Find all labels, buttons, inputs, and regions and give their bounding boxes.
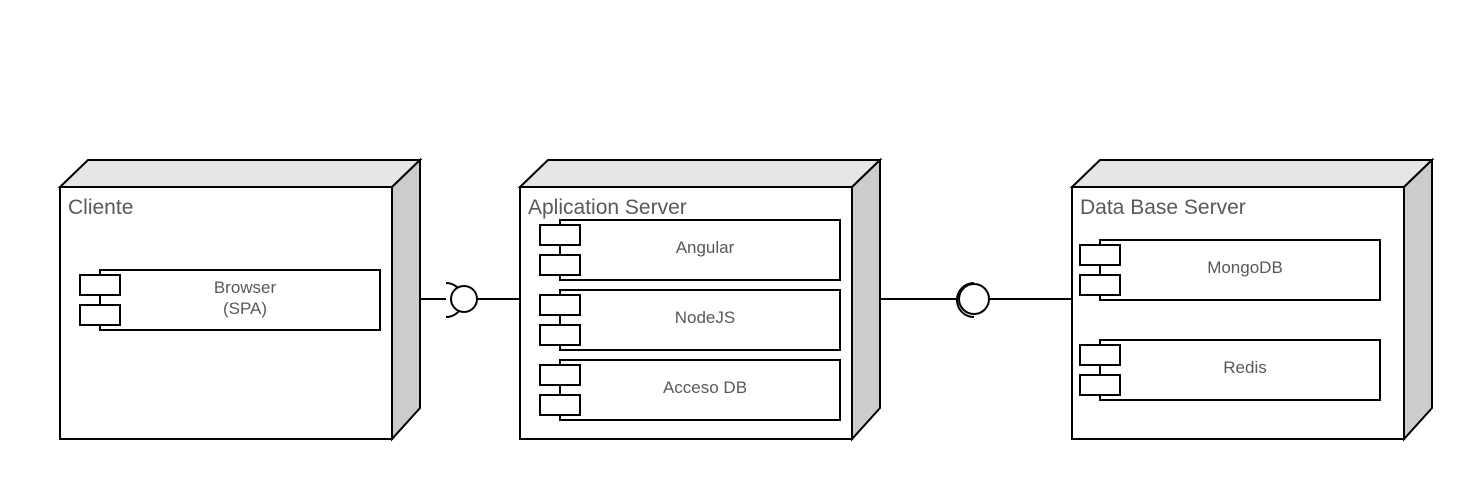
component-icon-port-top [539, 294, 581, 316]
component-icon-port-bottom [79, 304, 121, 326]
interface-connector-client-app[interactable] [420, 282, 520, 318]
component-icon-port-top [79, 274, 121, 296]
provided-interface-lollipop [958, 283, 990, 315]
component-icon-port-top [539, 364, 581, 386]
component-browser[interactable]: Browser (SPA) [79, 269, 381, 331]
component-angular-body [559, 219, 841, 281]
component-redis[interactable]: Redis [1079, 339, 1381, 401]
component-icon-port-top [1079, 244, 1121, 266]
node-cliente-title: Cliente [68, 196, 133, 219]
node-database-server[interactable]: Data Base Server MongoDB Redis [1069, 157, 1435, 442]
component-angular-label: Angular [676, 238, 735, 257]
node-cliente-top-face [57, 159, 423, 188]
component-redis-body [1099, 339, 1381, 401]
node-db-top-face [1069, 159, 1435, 188]
node-application-server[interactable]: Aplication Server Angular NodeJS Acceso … [517, 157, 883, 442]
component-icon-port-top [1079, 344, 1121, 366]
component-icon-port-bottom [539, 324, 581, 346]
component-browser-body [99, 269, 381, 331]
component-mongodb-label: MongoDB [1207, 258, 1283, 277]
node-db-front-face [1071, 186, 1405, 440]
component-redis-label: Redis [1223, 358, 1266, 377]
component-acceso-db-label: Acceso DB [663, 378, 747, 397]
component-mongodb[interactable]: MongoDB [1079, 239, 1381, 301]
node-db-title: Data Base Server [1080, 196, 1246, 219]
required-interface-socket [956, 282, 975, 318]
node-app-title: Aplication Server [528, 196, 687, 219]
node-cliente-side-face [391, 157, 421, 442]
component-nodejs[interactable]: NodeJS [539, 289, 841, 351]
node-db-side-face [1403, 157, 1433, 442]
component-icon-port-bottom [1079, 374, 1121, 396]
component-angular[interactable]: Angular [539, 219, 841, 281]
component-icon-port-bottom [539, 254, 581, 276]
component-icon-port-bottom [1079, 274, 1121, 296]
node-app-top-face [517, 159, 883, 188]
component-icon-port-top [539, 224, 581, 246]
interface-connector-app-db[interactable] [880, 282, 1072, 318]
provided-interface-lollipop [450, 285, 478, 313]
component-nodejs-body [559, 289, 841, 351]
node-cliente[interactable]: Cliente Browser (SPA) [57, 157, 423, 442]
component-mongodb-body [1099, 239, 1381, 301]
component-icon-port-bottom [539, 394, 581, 416]
component-acceso-db-body [559, 359, 841, 421]
component-browser-label-line2: (SPA) [223, 299, 267, 318]
component-browser-label-line1: Browser [214, 278, 277, 297]
node-app-side-face [851, 157, 881, 442]
component-nodejs-label: NodeJS [675, 308, 735, 327]
component-acceso-db[interactable]: Acceso DB [539, 359, 841, 421]
